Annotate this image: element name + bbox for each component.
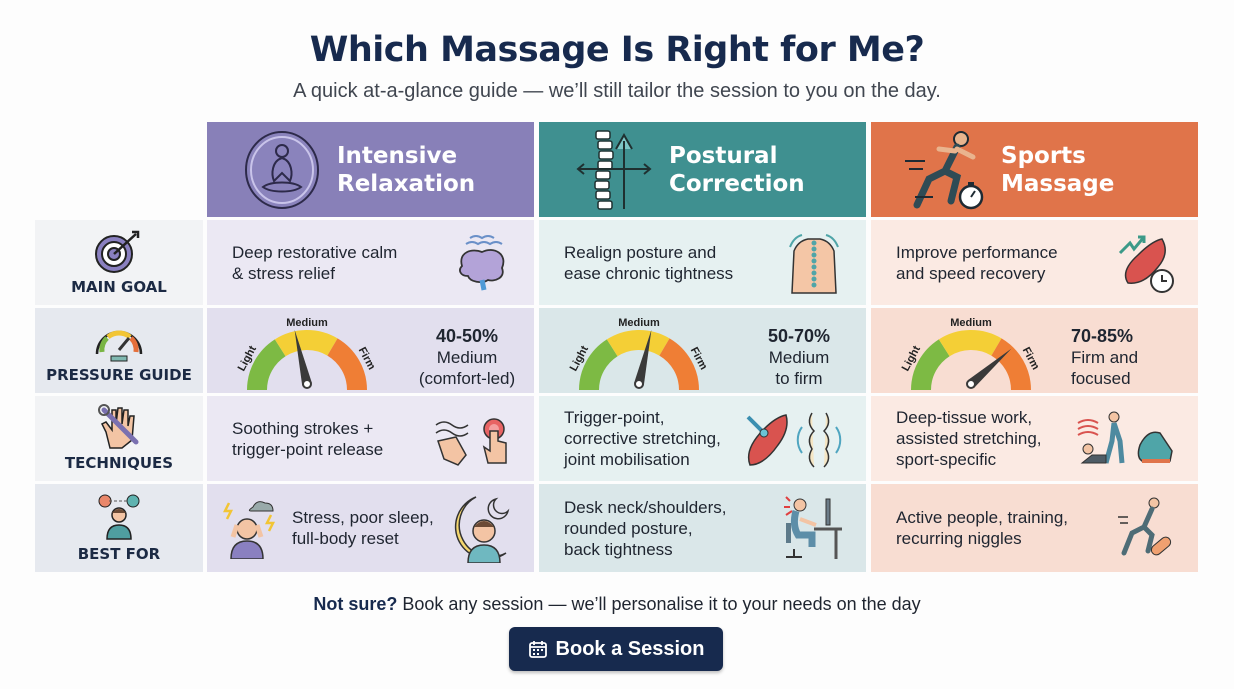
muscle-recovery-icon bbox=[1118, 235, 1174, 293]
footer-note-text: Book any session — we’ll personalise it … bbox=[397, 594, 921, 614]
row-label-main-goal: MAIN GOAL bbox=[35, 220, 203, 305]
meditation-icon bbox=[227, 122, 337, 217]
header-sports-massage: Sports Massage bbox=[871, 122, 1198, 217]
runner-bandage-icon bbox=[1118, 497, 1172, 556]
desk-worker-icon bbox=[784, 496, 842, 559]
row-label-pressure-guide: PRESSURE GUIDE bbox=[35, 308, 203, 393]
gauge-needle bbox=[634, 329, 652, 386]
footer-note: Not sure? Book any session — we’ll perso… bbox=[0, 594, 1234, 615]
cell-relaxation-main-goal: Deep restorative calm & stress relief bbox=[207, 220, 534, 305]
gauge-pivot bbox=[302, 379, 312, 389]
page-title: Which Massage Is Right for Me? bbox=[309, 30, 925, 70]
stress-icon bbox=[223, 501, 276, 559]
cell-sports-main-goal: Improve performance and speed recovery bbox=[871, 220, 1198, 305]
gauge-medium-segment bbox=[938, 330, 1002, 357]
gauge-light-segment bbox=[579, 339, 618, 391]
spine-icon bbox=[559, 122, 669, 217]
gauge-icon bbox=[95, 330, 143, 362]
cell-sports-best-for: Active people, training, recurring niggl… bbox=[871, 484, 1198, 572]
gauge-label-medium: Medium bbox=[618, 317, 660, 329]
header-postural-correction: Postural Correction bbox=[539, 122, 866, 217]
footer-note-bold: Not sure? bbox=[313, 594, 398, 614]
gauge-pivot bbox=[634, 379, 644, 389]
book-session-button[interactable]: Book a Session bbox=[509, 627, 723, 671]
pressure-percent: 50-70% bbox=[767, 326, 831, 346]
main-goal-text: Realign posture and ease chronic tightne… bbox=[564, 242, 734, 283]
gauge-needle bbox=[968, 348, 1012, 389]
gauge-medium-segment bbox=[274, 330, 338, 357]
column-title: Postural Correction bbox=[669, 142, 805, 197]
gauge-firm-segment bbox=[658, 338, 699, 391]
gauge-medium-segment bbox=[606, 330, 670, 357]
calendar-icon bbox=[528, 641, 547, 658]
pressure-description: Firm and focused bbox=[1071, 348, 1139, 388]
row-label-text: PRESSURE GUIDE bbox=[46, 366, 192, 384]
row-label-text: MAIN GOAL bbox=[71, 278, 167, 296]
techniques-text: Soothing strokes + trigger-point release bbox=[232, 418, 384, 459]
row-label-text: TECHNIQUES bbox=[64, 454, 174, 472]
cell-relaxation-techniques: Soothing strokes + trigger-point release bbox=[207, 396, 534, 481]
cell-postural-techniques: Trigger-point, corrective stretching, jo… bbox=[539, 396, 866, 481]
back-icon bbox=[789, 233, 839, 294]
brain-icon bbox=[459, 234, 505, 290]
cell-sports-techniques: Deep-tissue work, assisted stretching, s… bbox=[871, 396, 1198, 481]
gauge-light-segment bbox=[247, 339, 286, 391]
gauge-label-medium: Medium bbox=[950, 317, 992, 329]
column-title: Intensive Relaxation bbox=[337, 142, 476, 197]
pressure-percent: 40-50% bbox=[435, 326, 499, 346]
page-subtitle: A quick at-a-glance guide — we’ll still … bbox=[293, 80, 941, 102]
best-for-text: Stress, poor sleep, full-body reset bbox=[292, 508, 434, 548]
techniques-text: Deep-tissue work, assisted stretching, s… bbox=[896, 408, 1042, 469]
gauge-label-medium: Medium bbox=[286, 317, 328, 329]
row-label-best-for: BEST FOR bbox=[35, 484, 203, 572]
pressure-readout: 70-85%Firm and focused bbox=[1071, 326, 1191, 389]
sleep-icon bbox=[454, 496, 510, 563]
cell-relaxation-best-for: Stress, poor sleep, full-body reset bbox=[207, 484, 534, 572]
main-goal-text: Improve performance and speed recovery bbox=[896, 242, 1058, 283]
muscle-joint-icon bbox=[746, 412, 842, 468]
best-for-text: Active people, training, recurring niggl… bbox=[896, 508, 1068, 548]
target-icon bbox=[95, 230, 140, 273]
pressure-description: Medium to firm bbox=[768, 348, 830, 388]
hands-icon bbox=[435, 417, 507, 466]
techniques-text: Trigger-point, corrective stretching, jo… bbox=[564, 408, 721, 469]
main-goal-text: Deep restorative calm & stress relief bbox=[232, 242, 398, 283]
runner-icon bbox=[891, 122, 1001, 217]
column-title: Sports Massage bbox=[1001, 142, 1115, 197]
pressure-percent: 70-85% bbox=[1071, 326, 1134, 346]
header-intensive-relaxation: Intensive Relaxation bbox=[207, 122, 534, 217]
pressure-readout: 50-70%Medium to firm bbox=[739, 326, 859, 389]
pressure-readout: 40-50%Medium (comfort-led) bbox=[407, 326, 527, 389]
gauge-firm-segment bbox=[990, 338, 1031, 391]
row-label-text: BEST FOR bbox=[77, 545, 161, 563]
row-label-techniques: TECHNIQUES bbox=[35, 396, 203, 481]
book-session-label: Book a Session bbox=[555, 637, 705, 660]
pressure-description: Medium (comfort-led) bbox=[418, 348, 516, 388]
gauge-firm-segment bbox=[326, 338, 367, 391]
hand-wrench-icon bbox=[98, 404, 139, 449]
cell-postural-main-goal: Realign posture and ease chronic tightne… bbox=[539, 220, 866, 305]
stretch-shoe-icon bbox=[1077, 411, 1173, 464]
best-for-text: Desk neck/shoulders, rounded posture, ba… bbox=[564, 497, 727, 559]
cell-postural-best-for: Desk neck/shoulders, rounded posture, ba… bbox=[539, 484, 866, 572]
person-icon bbox=[98, 494, 140, 540]
gauge-light-segment bbox=[911, 339, 950, 391]
gauge-pivot bbox=[966, 379, 976, 389]
gauge-needle bbox=[294, 329, 312, 386]
